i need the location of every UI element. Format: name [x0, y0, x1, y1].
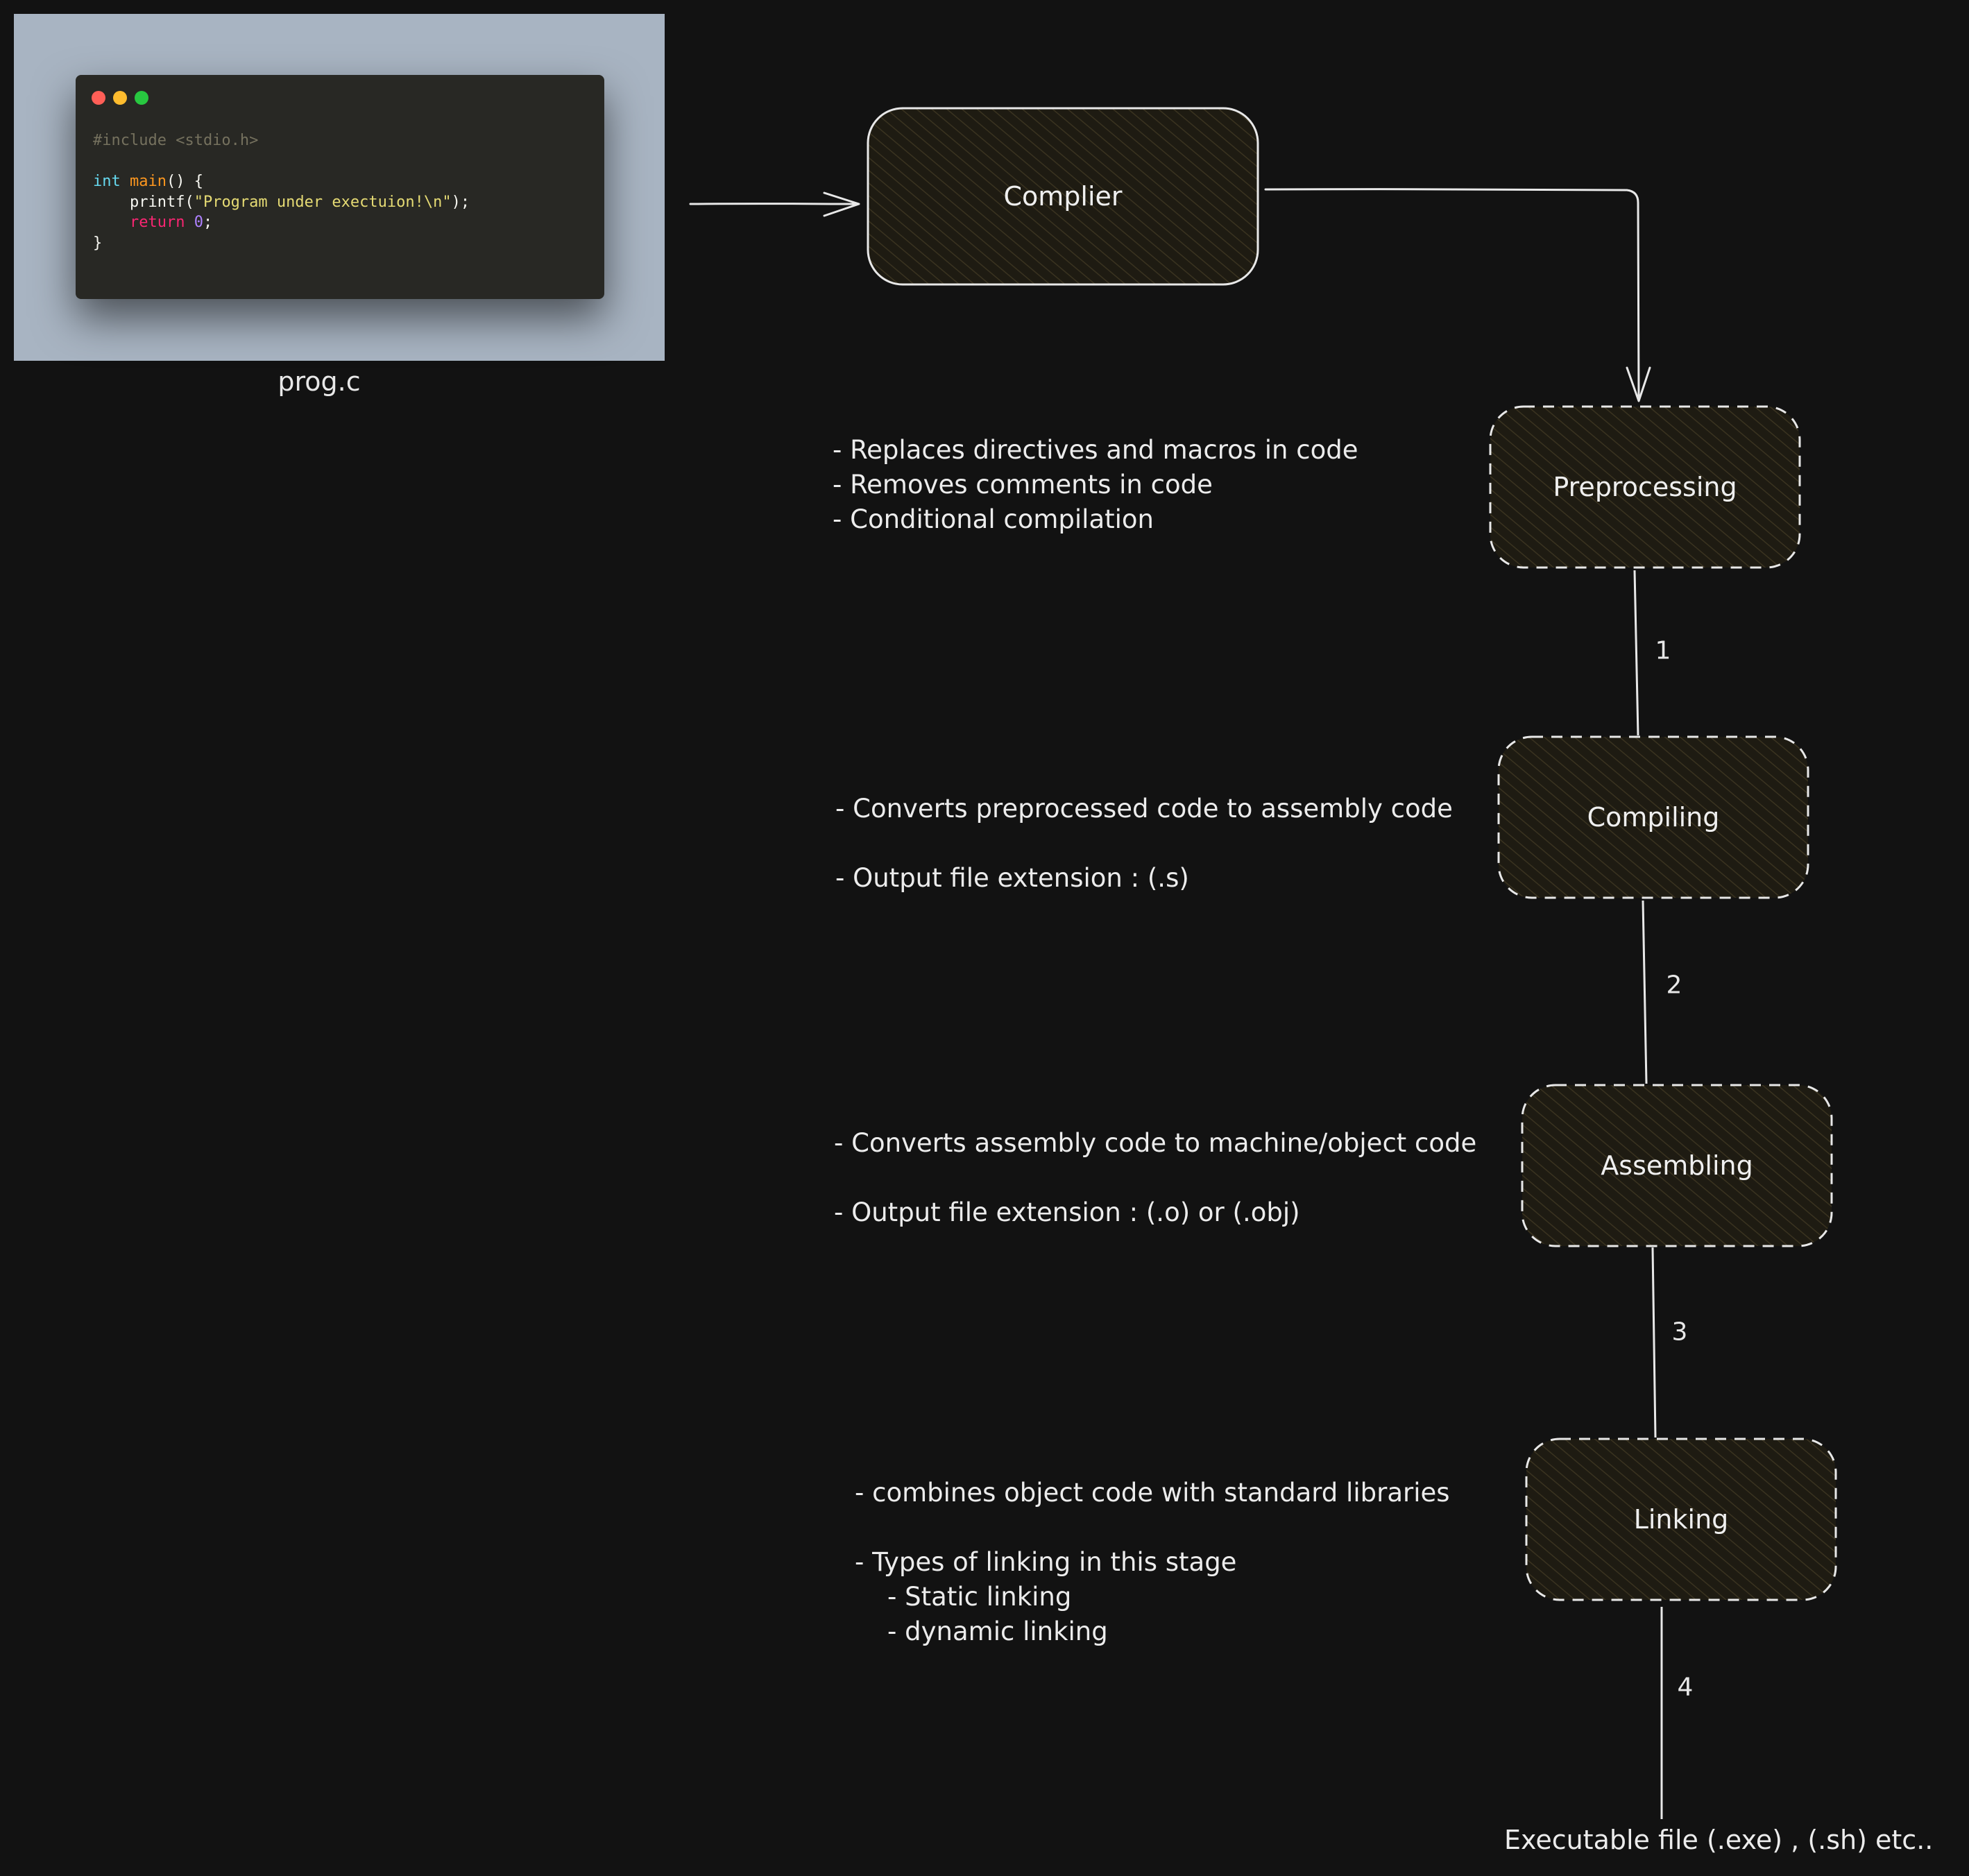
- code-token: printf(: [93, 193, 194, 211]
- code-line: #include <stdio.h>: [93, 130, 470, 151]
- source-code: #include <stdio.h> int main() { printf("P…: [93, 130, 470, 253]
- arrow-code-to-compiler: [689, 191, 860, 217]
- step-number-4: 4: [1677, 1673, 1694, 1702]
- compiling-label: Compiling: [1587, 802, 1720, 833]
- code-token: );: [451, 193, 470, 211]
- assembling-label: Assembling: [1601, 1150, 1753, 1181]
- linking-notes: - combines object code with standard lib…: [855, 1478, 1450, 1646]
- arrow-compiler-to-preprocessing: [1264, 188, 1651, 402]
- assembling-box: [1521, 1084, 1833, 1247]
- connector-1: [1633, 570, 1639, 736]
- step-number-2: 2: [1666, 971, 1682, 1000]
- code-line: printf("Program under exectuion!\n");: [93, 192, 470, 213]
- linking-label: Linking: [1633, 1504, 1729, 1535]
- code-token: main: [130, 173, 167, 190]
- preprocessing-notes: - Replaces directives and macros in code…: [833, 435, 1358, 534]
- compiler-box: [867, 107, 1259, 286]
- step-number-1: 1: [1655, 636, 1671, 665]
- close-dot-icon: [92, 91, 105, 105]
- code-token: }: [93, 234, 103, 252]
- minimize-dot-icon: [113, 91, 127, 105]
- code-line: }: [93, 233, 470, 254]
- compiling-notes: - Converts preprocessed code to assembly…: [835, 794, 1453, 893]
- code-line: int main() {: [93, 171, 470, 192]
- connector-2: [1642, 900, 1648, 1084]
- source-file-label: prog.c: [278, 366, 361, 397]
- code-token: #include <stdio.h>: [93, 132, 259, 149]
- code-token: 0: [194, 214, 203, 231]
- connector-3: [1651, 1247, 1657, 1438]
- code-token: int: [93, 173, 121, 190]
- code-token: ;: [203, 214, 213, 231]
- code-token: "Program under exectuion!\n": [194, 193, 452, 211]
- executable-output-label: Executable file (.exe) , (.sh) etc..: [1504, 1825, 1934, 1855]
- preprocessing-box: [1489, 405, 1801, 569]
- preprocessing-label: Preprocessing: [1553, 472, 1737, 502]
- code-token: return: [129, 214, 185, 231]
- code-editor-window: #include <stdio.h> int main() { printf("P…: [76, 75, 604, 299]
- step-number-3: 3: [1671, 1318, 1688, 1347]
- compiler-label: Complier: [1003, 181, 1123, 212]
- assembling-notes: - Converts assembly code to machine/obje…: [834, 1128, 1477, 1227]
- linking-box: [1525, 1438, 1837, 1601]
- compiling-box: [1497, 735, 1809, 899]
- maximize-dot-icon: [135, 91, 148, 105]
- code-line: return 0;: [93, 212, 470, 233]
- code-token: () {: [166, 173, 203, 190]
